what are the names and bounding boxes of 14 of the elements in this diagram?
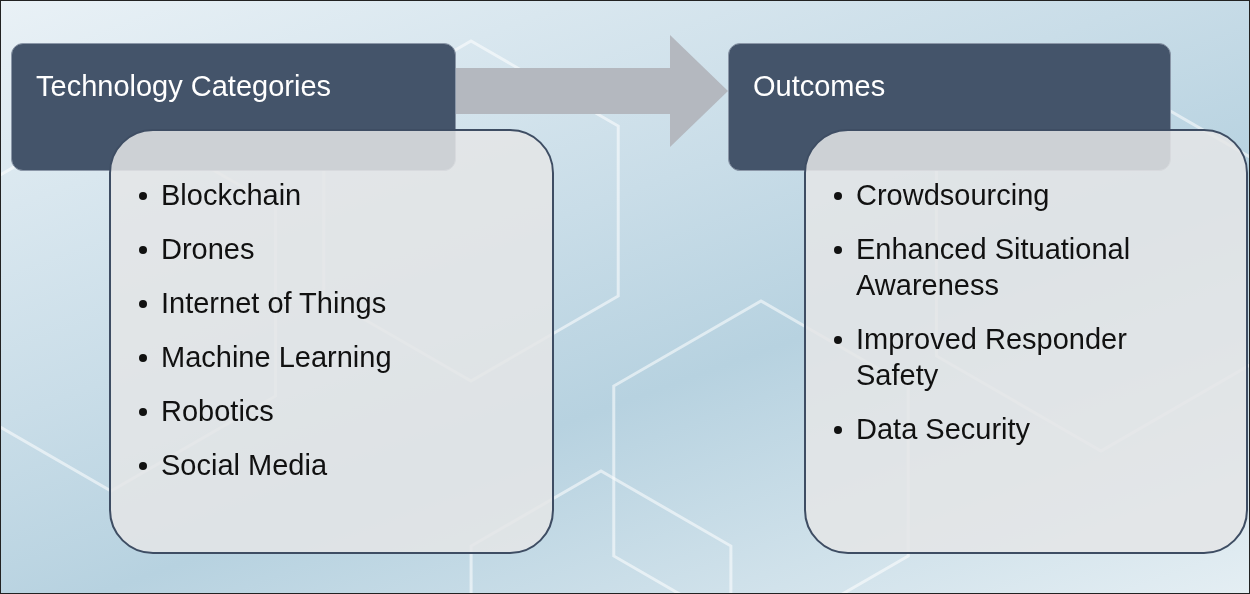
header-title: Technology Categories [36,70,331,103]
bullet-item: Robotics [137,393,517,429]
bullet-item: Blockchain [137,177,517,213]
list-box [109,129,554,554]
bullet-item: Drones [137,231,517,267]
bullet-item: Crowdsourcing [832,177,1152,213]
bullet-item: Social Media [137,447,517,483]
bullet-item: Internet of Things [137,285,517,321]
list-box [804,129,1248,554]
bullet-item: Improved Responder Safety [832,321,1152,393]
bullet-item: Data Security [832,411,1152,447]
bullet-item: Enhanced Situational Awareness [832,231,1152,303]
header-title: Outcomes [753,70,886,103]
bullet-item: Machine Learning [137,339,517,375]
